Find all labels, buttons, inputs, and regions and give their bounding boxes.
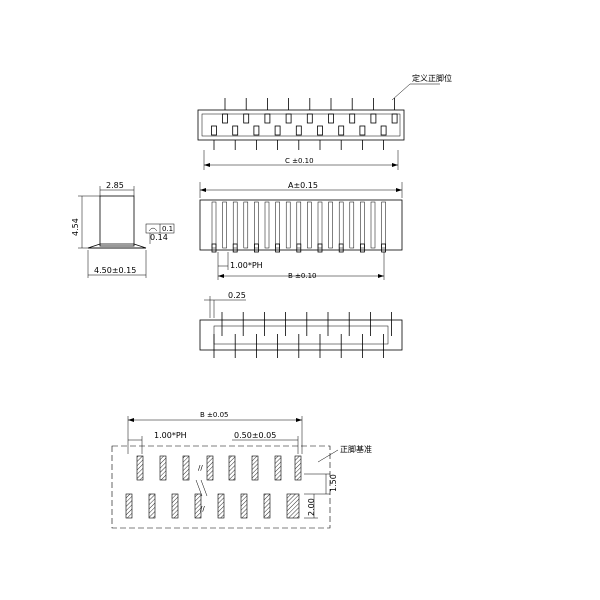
pcb-pad-bottom: [148, 493, 156, 519]
a-dimension: A±0.15: [288, 181, 318, 190]
side-014: 0.14: [150, 233, 168, 242]
pcb-pitch: 1.00*PH: [154, 431, 187, 440]
pcb-ref-note: 正脚基准: [340, 444, 372, 454]
top-pin-contact: [222, 113, 228, 124]
front-slot: [243, 201, 249, 249]
side-height: 4.54: [71, 218, 80, 236]
front-tail: [211, 243, 217, 253]
front-tail: [296, 243, 302, 253]
side-width-bottom: 4.50±0.15: [94, 266, 136, 275]
top-view-pins-lower: [211, 125, 387, 150]
front-tail: [359, 243, 365, 253]
front-slot: [222, 201, 227, 249]
pcb-pad-length: 2.00: [307, 498, 316, 516]
pcb-pad-top: [136, 455, 144, 481]
pcb-pad-top: [159, 455, 167, 481]
top-pin-contact: [232, 125, 239, 136]
top-pin-contact: [285, 113, 292, 124]
front-slot: [381, 201, 386, 249]
front-slot: [211, 201, 217, 249]
top-pin-contact: [317, 125, 323, 136]
pcb-pad-bottom: [263, 493, 271, 519]
top-pin-contact: [211, 125, 217, 136]
first-pin-note: 定义正脚位: [412, 73, 452, 83]
front-tail: [232, 243, 238, 253]
pcb-pad-width: 0.50±0.05: [234, 431, 276, 440]
side-view: 2.85 4.54 4.50±0.15 0.1 0.14: [71, 181, 175, 278]
front-view: A±0.15 1.00*PH B ±0.10: [199, 181, 403, 280]
top-pin-contact: [306, 113, 313, 124]
pcb-pad-bottom: [194, 493, 202, 519]
pcb-b-dimension: B ±0.05: [200, 411, 228, 419]
top-pin-contact: [391, 113, 398, 124]
b-dimension: B ±0.10: [288, 272, 316, 280]
pcb-pads: [125, 455, 302, 519]
side-width-top: 2.85: [106, 181, 124, 190]
pcb-pad-bottom: [125, 493, 133, 519]
front-slot: [338, 201, 344, 249]
front-slot: [370, 201, 376, 249]
pcb-layout: // // B ±0.05 1.00*PH 0.50±0.05 正脚基准 1.5…: [111, 411, 372, 529]
pcb-pad-top: [206, 455, 214, 481]
break-mark-bottom: //: [200, 505, 205, 513]
front-slot: [275, 201, 280, 249]
top-pin-contact: [328, 113, 334, 124]
front-slot: [307, 201, 312, 249]
front-tail: [381, 243, 387, 253]
pcb-pad-top: [274, 455, 282, 481]
front-slot: [317, 201, 323, 249]
front-tail: [317, 243, 323, 253]
front-slot: [264, 201, 270, 249]
front-slot: [254, 201, 259, 249]
c-dimension: C ±0.10: [285, 157, 314, 165]
front-tail: [275, 243, 281, 253]
front-tail: [338, 243, 344, 253]
pcb-pad-bottom: [286, 493, 300, 519]
front-view-slots: [211, 201, 387, 253]
front-tail: [253, 243, 259, 253]
bottom-view-pins: [213, 312, 393, 358]
top-pin-contact: [295, 125, 302, 136]
pcb-pad-bottom: [217, 493, 225, 519]
front-slot: [296, 201, 302, 249]
front-slot: [285, 201, 291, 249]
bottom-view: 0.25: [199, 291, 403, 358]
top-pin-contact: [264, 113, 271, 124]
flatness-value: 0.1: [162, 225, 173, 233]
pcb-pad-bottom: [240, 493, 248, 519]
top-pin-contact: [349, 113, 356, 124]
front-slot: [349, 201, 355, 249]
front-pitch: 1.00*PH: [230, 261, 263, 270]
top-view-pins-upper: [222, 98, 398, 124]
front-slot: [360, 201, 365, 249]
top-pin-contact: [380, 125, 387, 136]
pcb-pad-bottom: [171, 493, 179, 519]
top-pin-contact: [274, 125, 281, 136]
front-slot: [328, 201, 333, 249]
top-pin-contact: [253, 125, 260, 136]
pcb-pad-top: [294, 455, 302, 481]
pcb-row-gap: 1.50: [329, 474, 338, 492]
pcb-pad-top: [228, 455, 236, 481]
top-pin-contact: [243, 113, 250, 124]
break-mark-top: //: [198, 464, 203, 472]
pcb-pad-top: [182, 455, 190, 481]
top-view: 定义正脚位 C ±0.10: [197, 73, 452, 170]
pcb-pad-top: [251, 455, 259, 481]
bottom-025: 0.25: [228, 291, 246, 300]
front-slot: [232, 201, 238, 249]
top-pin-contact: [370, 113, 377, 124]
top-pin-contact: [338, 125, 345, 136]
top-pin-contact: [359, 125, 366, 136]
